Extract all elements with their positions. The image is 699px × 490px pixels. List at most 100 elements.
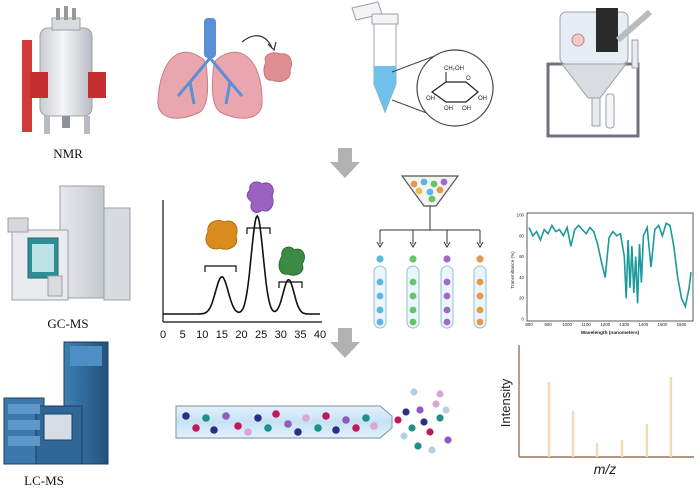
tube-cell bbox=[376, 318, 384, 326]
ir-y-tick: 60 bbox=[519, 254, 524, 259]
ms-bar bbox=[669, 377, 673, 457]
ion-particle bbox=[362, 414, 370, 422]
chromatogram-x-tick: 30 bbox=[275, 329, 287, 341]
ms-bar bbox=[620, 440, 624, 457]
ion-particle bbox=[202, 414, 210, 422]
ion-particle bbox=[416, 406, 424, 414]
nmr-spectrometer-icon bbox=[22, 6, 106, 134]
ion-particle bbox=[322, 412, 330, 420]
tube-cell bbox=[443, 278, 451, 286]
protein-orange-icon bbox=[205, 219, 238, 250]
down-arrow-icon bbox=[330, 148, 360, 178]
ir-x-tick: 1400 bbox=[638, 322, 648, 327]
tube-marker bbox=[376, 255, 384, 263]
tube-cell bbox=[376, 306, 384, 314]
ms-bar bbox=[645, 424, 649, 457]
ms-bar bbox=[547, 382, 551, 457]
tube-cell bbox=[443, 306, 451, 314]
protein-purple-icon bbox=[246, 181, 274, 213]
ms-bar bbox=[571, 411, 575, 457]
down-arrow-icon bbox=[330, 328, 360, 358]
chromatogram-x-tick: 25 bbox=[255, 329, 267, 341]
bracket-3 bbox=[278, 281, 303, 288]
ir-x-tick: 1600 bbox=[677, 322, 687, 327]
mass-spectrum-chart: Intensity m/z bbox=[498, 345, 694, 477]
ion-particle bbox=[420, 418, 428, 426]
ir-y-tick: 20 bbox=[519, 296, 524, 301]
lcms-instrument-icon bbox=[3, 341, 109, 465]
ion-particle bbox=[244, 428, 252, 436]
ion-particle bbox=[394, 416, 402, 424]
tube-cell bbox=[476, 292, 484, 300]
ion-particle bbox=[370, 422, 378, 430]
tube-cell bbox=[443, 292, 451, 300]
ion-particle bbox=[400, 432, 408, 440]
gcms-instrument-icon bbox=[7, 185, 131, 301]
protein-green-icon bbox=[278, 246, 305, 276]
ion-particle bbox=[234, 422, 242, 430]
ion-particles bbox=[182, 388, 452, 454]
glucose-molecule-icon: CH₂OH O OH OH OH OH bbox=[416, 49, 494, 127]
glucose-oh-4: OH bbox=[478, 96, 487, 102]
tube-cell bbox=[476, 306, 484, 314]
tube-cell bbox=[376, 292, 384, 300]
ir-y-tick: 0 bbox=[522, 317, 525, 322]
ion-particle bbox=[264, 424, 272, 432]
metabolic-cage-icon bbox=[546, 8, 652, 138]
ion-particle bbox=[192, 424, 200, 432]
ion-particle bbox=[294, 428, 302, 436]
ion-particle bbox=[414, 442, 422, 450]
chromatogram-x-tick: 20 bbox=[235, 329, 247, 341]
bracket-1 bbox=[204, 265, 237, 272]
ir-xlabel: Wavelength (nanometers) bbox=[581, 330, 640, 336]
tube-cell bbox=[476, 318, 484, 326]
chromatogram-line bbox=[163, 214, 320, 315]
ion-particle bbox=[222, 412, 230, 420]
ir-y-tick: 100 bbox=[517, 213, 525, 218]
sorted-tubes bbox=[373, 255, 487, 329]
ion-particle bbox=[314, 424, 322, 432]
nmr-label: NMR bbox=[53, 146, 83, 161]
capillary-column-icon bbox=[175, 405, 393, 439]
glucose-oh-1: OH bbox=[426, 96, 435, 102]
ir-x-tick: 1100 bbox=[581, 322, 591, 327]
tube-marker bbox=[409, 255, 417, 263]
ir-x-tick: 1000 bbox=[562, 322, 572, 327]
ir-x-tick: 900 bbox=[544, 322, 552, 327]
glucose-oh-2: OH bbox=[444, 106, 453, 112]
ion-particle bbox=[182, 412, 190, 420]
ir-y-tick: 40 bbox=[519, 275, 524, 280]
ion-particle bbox=[210, 426, 218, 434]
sample-tube-icon bbox=[351, 1, 441, 119]
ion-particle bbox=[426, 428, 434, 436]
ir-ylabel: Transmittance (%) bbox=[510, 251, 515, 289]
ir-spectrum-line bbox=[528, 222, 692, 310]
ion-particle bbox=[436, 414, 444, 422]
lungs-icon bbox=[157, 18, 293, 119]
tube-cell bbox=[409, 306, 417, 314]
ion-particle bbox=[432, 400, 440, 408]
ion-particle bbox=[254, 414, 262, 422]
chromatogram-x-tick: 10 bbox=[196, 329, 208, 341]
tube-cell bbox=[443, 318, 451, 326]
tube-cell bbox=[409, 318, 417, 326]
ms-ylabel: Intensity bbox=[498, 378, 513, 427]
chromatogram-x-tick: 0 bbox=[160, 329, 166, 341]
ion-particle bbox=[444, 436, 452, 444]
chromatogram-x-tick: 40 bbox=[314, 329, 326, 341]
gcms-label: GC-MS bbox=[47, 316, 88, 331]
cell-sorting-icon bbox=[376, 175, 484, 248]
ion-particle bbox=[342, 416, 350, 424]
tube-cell bbox=[409, 278, 417, 286]
ion-particle bbox=[284, 420, 292, 428]
ion-particle bbox=[332, 426, 340, 434]
ion-particle bbox=[428, 446, 436, 454]
glucose-oh-3: OH bbox=[462, 106, 471, 112]
ion-particle bbox=[402, 408, 410, 416]
tube-cell bbox=[476, 278, 484, 286]
chromatogram-x-tick: 5 bbox=[180, 329, 186, 341]
ir-y-tick: 80 bbox=[519, 233, 524, 238]
